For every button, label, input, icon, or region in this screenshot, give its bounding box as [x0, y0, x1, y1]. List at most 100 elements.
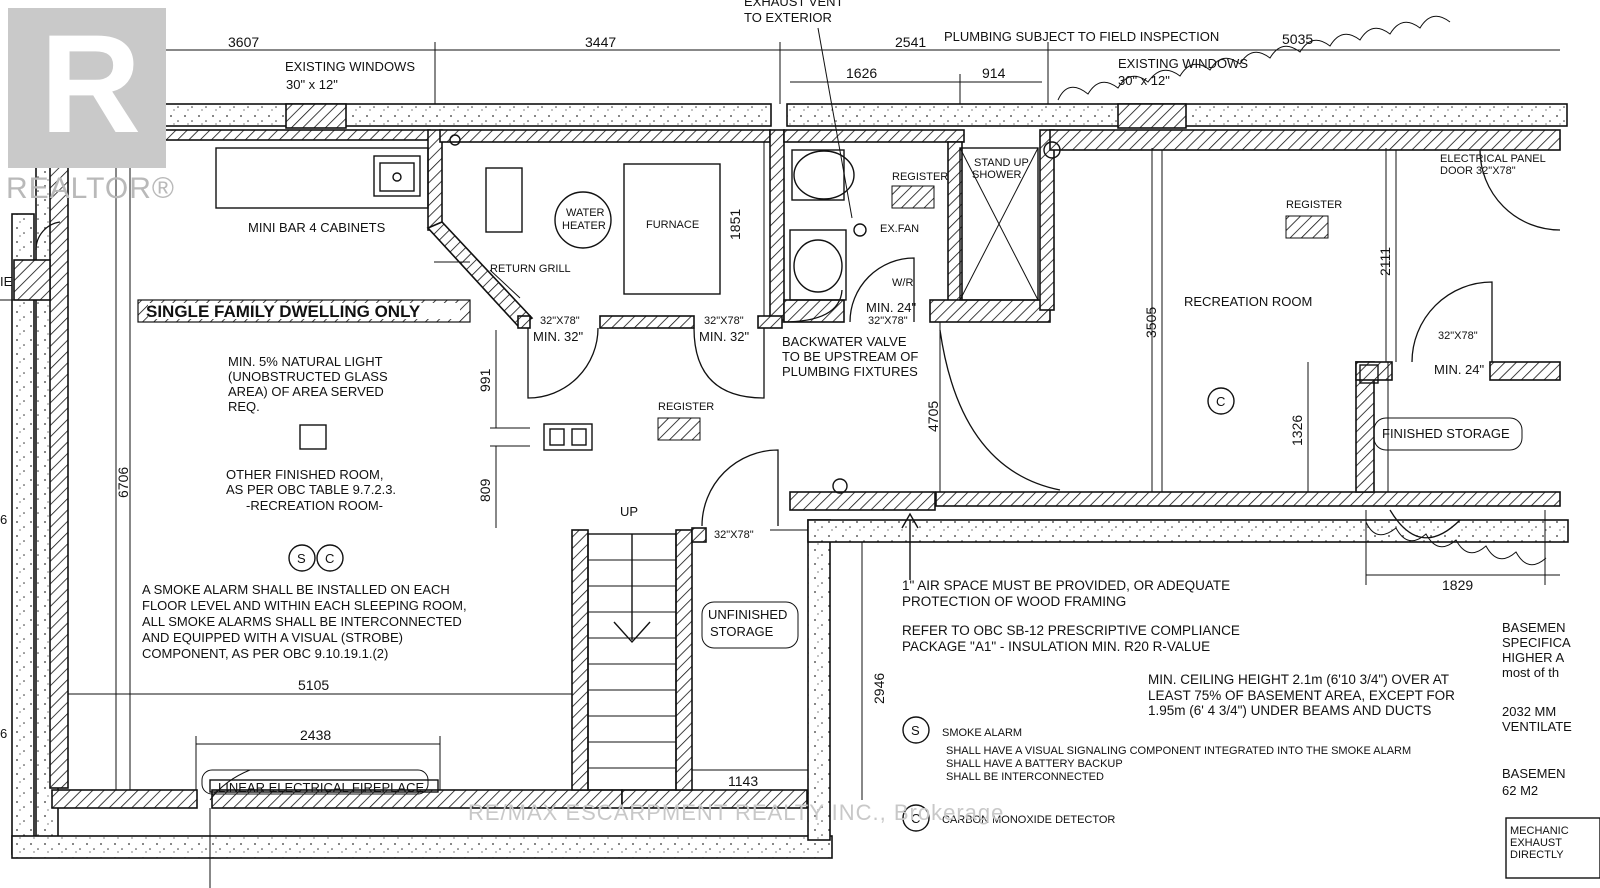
window-size-right: 30" x 12" [1118, 73, 1170, 88]
right-note-mech-3: DIRECTLY [1510, 849, 1564, 861]
door-swings [35, 149, 1561, 539]
ceiling-note-2: LEAST 75% OF BASEMENT AREA, EXCEPT FOR [1148, 688, 1455, 703]
exhaust-vent-label: EXHAUST VENT [744, 0, 844, 9]
symbol-circles [288, 387, 1600, 879]
staircase [587, 533, 677, 791]
existing-windows-right: EXISTING WINDOWS [1118, 56, 1248, 71]
legend-co-detector: CARBON MONOXIDE DETECTOR [942, 814, 1115, 826]
recreation-room-label: RECREATION ROOM [1184, 294, 1312, 309]
door-e-size: 32"X78" [714, 529, 754, 541]
register-label-bath: REGISTER [892, 171, 948, 183]
dim-914: 914 [982, 65, 1006, 81]
dim-2946: 2946 [871, 673, 887, 704]
ceiling-note-1: MIN. CEILING HEIGHT 2.1m (6'10 3/4") OVE… [1148, 672, 1449, 687]
natural-light-note-1: MIN. 5% NATURAL LIGHT [228, 354, 383, 369]
realtor-logo-letter: R [40, 5, 142, 162]
stand-up-shower-label-1: STAND UP [974, 157, 1029, 169]
legend-co-symbol: C [911, 811, 920, 826]
other-room-note-1: OTHER FINISHED ROOM, [226, 467, 383, 482]
right-note-ventilate: VENTILATE [1502, 719, 1572, 734]
finished-storage-label: FINISHED STORAGE [1382, 426, 1510, 441]
dim-3607: 3607 [228, 34, 259, 50]
smoke-alarm-note-2: FLOOR LEVEL AND WITHIN EACH SLEEPING ROO… [142, 598, 467, 613]
other-room-note-3: -RECREATION ROOM- [246, 498, 383, 513]
dim-1851: 1851 [727, 209, 743, 240]
right-note-basement-2: SPECIFICA [1502, 635, 1571, 650]
dim-809: 809 [477, 478, 493, 502]
dim-1143: 1143 [728, 773, 758, 789]
furnace-label: FURNACE [646, 219, 699, 231]
refer-obc-note-2: PACKAGE "A1" - INSULATION MIN. R20 R-VAL… [902, 639, 1210, 654]
natural-light-note-2: (UNOBSTRUCTED GLASS [228, 369, 388, 384]
right-note-basement-area: BASEMEN [1502, 766, 1566, 781]
door-a-size: 32"X78" [540, 315, 580, 327]
door-d-size: 32"X78" [1438, 330, 1478, 342]
smoke-alarm-note-4: AND EQUIPPED WITH A VISUAL (STROBE) [142, 630, 403, 645]
leader-lines [0, 27, 919, 888]
wr-label: W/R [892, 277, 913, 289]
fixtures [209, 134, 1379, 793]
smoke-symbol-c: C [325, 551, 334, 566]
smoke-alarm-note-1: A SMOKE ALARM SHALL BE INSTALLED ON EACH [142, 582, 450, 597]
brokerage-watermark: RE/MAX ESCARPMENT REALTY INC., Brokerage [468, 800, 1005, 825]
right-note-basement-1: BASEMEN [1502, 620, 1566, 635]
legend-bullet-2: SHALL HAVE A BATTERY BACKUP [946, 758, 1123, 770]
electrical-panel-label-1: ELECTRICAL PANEL [1440, 153, 1546, 165]
window-size-left: 30" x 12" [286, 77, 338, 92]
dim-3447: 3447 [585, 34, 616, 50]
door-b-min: MIN. 32" [699, 329, 750, 344]
refer-obc-note-1: REFER TO OBC SB-12 PRESCRIPTIVE COMPLIAN… [902, 623, 1240, 638]
realtor-logo-text: REALTOR® [6, 172, 176, 205]
dim-2541: 2541 [895, 34, 926, 50]
smoke-alarm-note-5: COMPONENT, AS PER OBC 9.10.19.1.(2) [142, 646, 388, 661]
ceiling-note-3: 1.95m (6' 4 3/4") UNDER BEAMS AND DUCTS [1148, 703, 1431, 718]
realtor-logo: R REALTOR® [0, 0, 200, 215]
return-grill-label: RETURN GRILL [490, 263, 571, 275]
water-heater-label-2: HEATER [562, 220, 606, 232]
dim-5105: 5105 [298, 677, 329, 693]
existing-windows-left: EXISTING WINDOWS [285, 59, 415, 74]
dim-1829: 1829 [1442, 577, 1473, 593]
dim-991: 991 [477, 368, 493, 392]
right-note-62m2: 62 M2 [1502, 783, 1538, 798]
register-label-rec: REGISTER [1286, 199, 1342, 211]
dim-4705: 4705 [925, 401, 941, 432]
right-note-mech-1: MECHANIC [1510, 825, 1569, 837]
door-d-min: MIN. 24" [1434, 362, 1485, 377]
air-space-note-2: PROTECTION OF WOOD FRAMING [902, 594, 1126, 609]
to-exterior-label: TO EXTERIOR [744, 10, 832, 25]
single-family-label: SINGLE FAMILY DWELLING ONLY [146, 302, 421, 321]
natural-light-note-3: AREA) OF AREA SERVED [228, 384, 384, 399]
dim-5035: 5035 [1282, 31, 1313, 47]
right-note-basement-4: most of th [1502, 665, 1559, 680]
right-note-basement-3: HIGHER A [1502, 650, 1564, 665]
legend-smoke-alarm: SMOKE ALARM [942, 727, 1022, 739]
door-b-size: 32"X78" [704, 315, 744, 327]
legend-bullet-1: SHALL HAVE A VISUAL SIGNALING COMPONENT … [946, 745, 1411, 757]
other-room-note-2: AS PER OBC TABLE 9.7.2.3. [226, 482, 396, 497]
backwater-note-2: TO BE UPSTREAM OF [782, 349, 918, 364]
legend-smoke-symbol: S [911, 723, 920, 738]
mini-bar-label: MINI BAR 4 CABINETS [248, 220, 386, 235]
dim-1326: 1326 [1289, 415, 1305, 446]
partition-lines [129, 148, 1389, 790]
smoke-symbol-s: S [297, 551, 306, 566]
right-note-2032: 2032 MM [1502, 704, 1556, 719]
left-edge-label-2: 6 [0, 512, 7, 527]
water-heater-label-1: WATER [566, 207, 605, 219]
dim-6706: 6706 [115, 467, 131, 498]
stairs-up-label: UP [620, 504, 638, 519]
register-grilles [657, 185, 1329, 441]
stand-up-shower-label-2: SHOWER [972, 169, 1022, 181]
window-marks [13, 103, 1187, 301]
left-edge-label-1: IE [0, 274, 13, 289]
dim-2111: 2111 [1377, 247, 1393, 276]
dim-2438: 2438 [300, 727, 331, 743]
ex-fan-label: EX.FAN [880, 223, 919, 235]
door-c-size: 32"X78" [868, 315, 908, 327]
smoke-alarm-note-3: ALL SMOKE ALARMS SHALL BE INTERCONNECTED [142, 614, 462, 629]
right-note-mech-2: EXHAUST [1510, 837, 1562, 849]
electrical-panel-label-2: DOOR 32"X78" [1440, 165, 1516, 177]
realtor-logo-mark: R [8, 8, 166, 168]
